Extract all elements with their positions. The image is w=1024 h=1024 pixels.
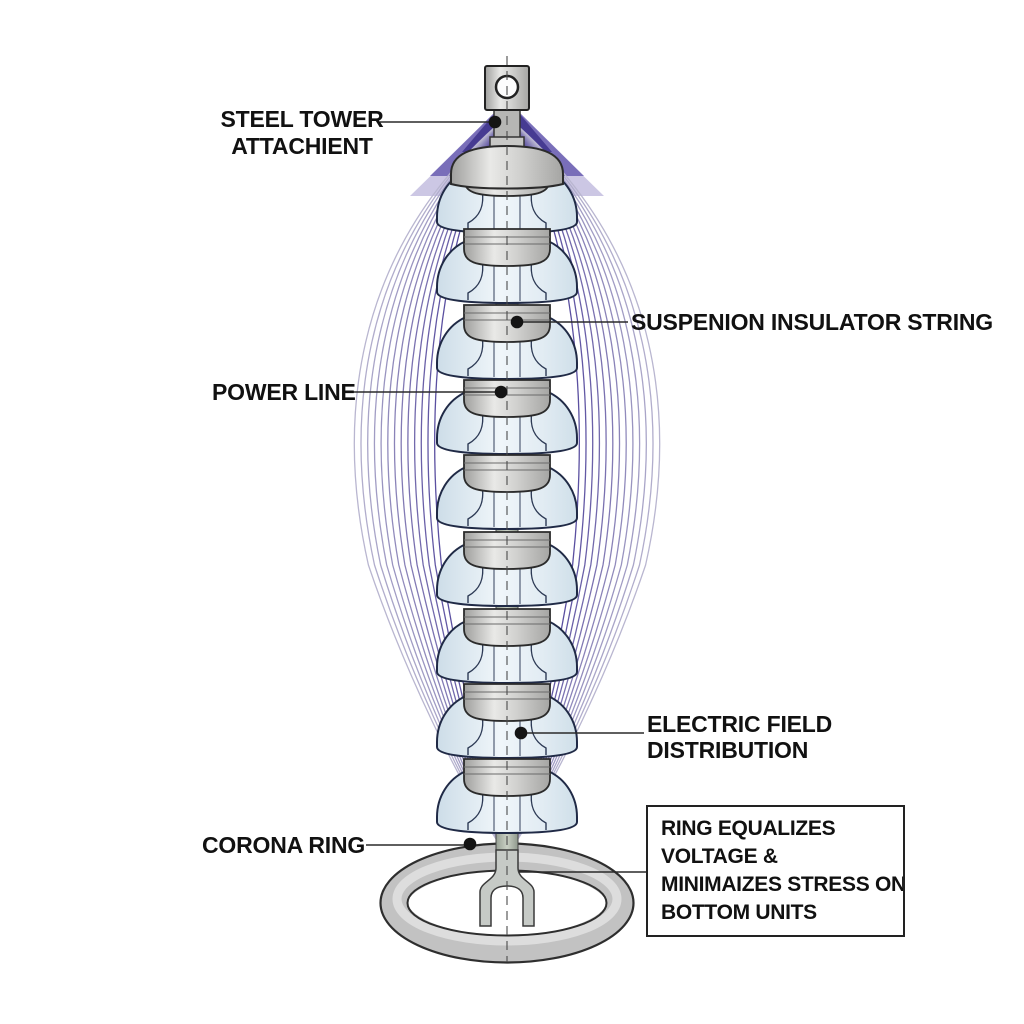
label-electric-field-line1: ELECTRIC FIELD	[647, 711, 833, 737]
ring-note-line3: MINIMAIZES STRESS ON	[661, 873, 905, 896]
leader-dot-steel-tower	[488, 115, 502, 129]
leader-dot-suspension-string	[510, 315, 524, 329]
leader-dot-power-line	[494, 385, 508, 399]
leader-lines	[351, 115, 646, 873]
label-electric-field-distribution: ELECTRIC FIELD DISTRIBUTION	[647, 711, 832, 763]
leader-dot-electric-field	[514, 726, 528, 740]
label-steel-tower-attachment: STEEL TOWER ATTACHIENT	[212, 106, 392, 160]
label-steel-tower-line2: ATTACHIENT	[231, 133, 373, 159]
ring-note-callout-box: RING EQUALIZES VOLTAGE & MINIMAIZES STRE…	[646, 805, 905, 937]
steel-tower-attachment	[450, 65, 564, 190]
ring-note-line2: VOLTAGE &	[661, 845, 778, 868]
label-power-line: POWER LINE	[212, 379, 356, 405]
ring-note-line1: RING EQUALIZES	[661, 817, 836, 840]
label-corona-ring: CORONA RING	[202, 832, 366, 858]
leader-dot-corona-ring	[463, 837, 477, 851]
label-suspension-insulator-string: SUSPENION INSULATOR STRING	[631, 309, 993, 335]
label-electric-field-line2: DISTRIBUTION	[647, 737, 809, 763]
label-steel-tower-line1: STEEL TOWER	[220, 106, 384, 132]
ring-note-line4: BOTTOM UNITS	[661, 901, 817, 924]
